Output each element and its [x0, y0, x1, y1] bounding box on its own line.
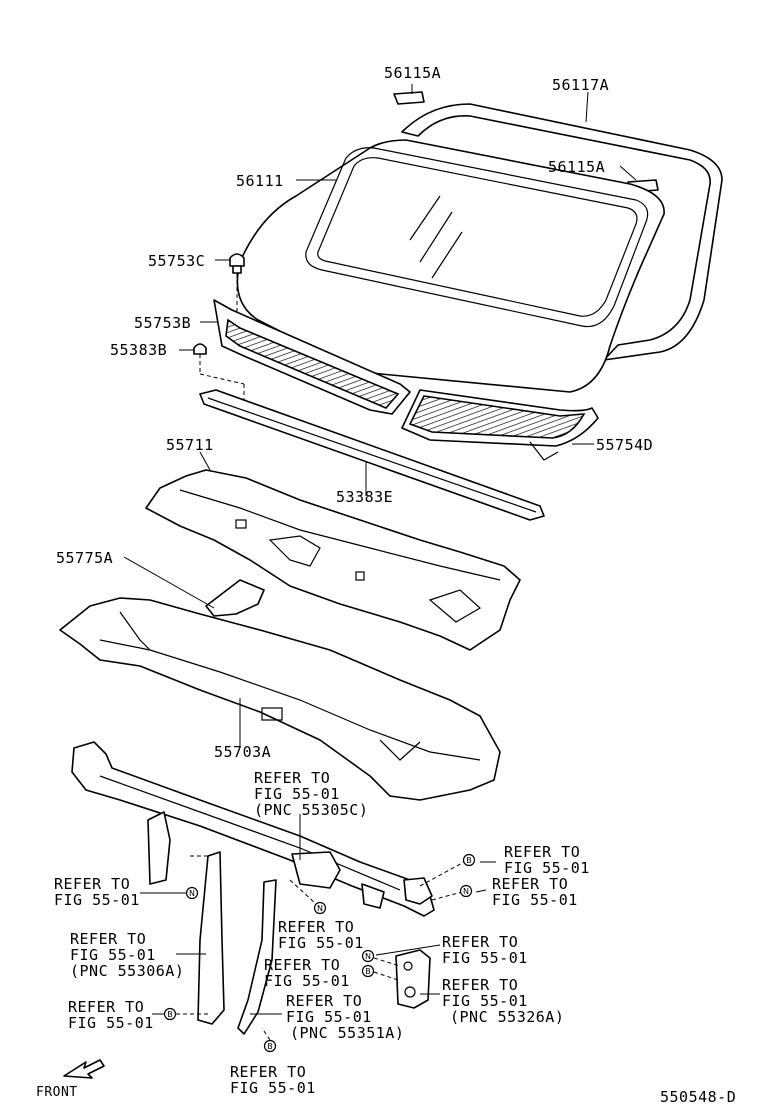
refer-label-center-2: REFER TO FIG 55-01	[264, 956, 350, 990]
label-56117A: 56117A	[552, 76, 609, 94]
ref-symbol-b-top: B	[462, 853, 476, 867]
label-55711: 55711	[166, 436, 214, 454]
svg-text:REFER TO: REFER TO	[54, 875, 130, 893]
clip-55383B	[193, 343, 245, 400]
refer-label-left-2: REFER TO FIG 55-01	[68, 998, 154, 1032]
svg-text:REFER TO: REFER TO	[492, 875, 568, 893]
refer-label-55326A: REFER TO FIG 55-01 (PNC 55326A)	[442, 976, 564, 1026]
dash-panel	[59, 597, 501, 801]
front-arrow-icon	[63, 1059, 105, 1079]
svg-text:N: N	[189, 889, 195, 898]
svg-text:REFER TO: REFER TO	[230, 1063, 306, 1081]
diagram-id: 550548-D	[660, 1088, 736, 1106]
ref-symbol-b-bottom: B	[263, 1039, 277, 1053]
bracket-55326A	[395, 949, 431, 1009]
svg-text:REFER TO: REFER TO	[70, 930, 146, 948]
cowl-louver-right	[401, 389, 599, 461]
svg-text:FIG 55-01: FIG 55-01	[68, 1014, 154, 1032]
refer-label-center-1: REFER TO FIG 55-01	[278, 918, 364, 952]
label-53383E: 53383E	[336, 488, 393, 506]
ref-symbol-n-center: N	[313, 901, 327, 915]
svg-text:(PNC 55305C): (PNC 55305C)	[254, 801, 368, 819]
refer-label-55351A: REFER TO FIG 55-01 (PNC 55351A)	[286, 992, 404, 1042]
refer-label-55305C: REFER TO FIG 55-01 (PNC 55305C)	[254, 769, 368, 819]
front-label: FRONT	[36, 1085, 78, 1100]
clip-56115A-top	[393, 91, 425, 105]
cowl-seal	[199, 389, 545, 521]
svg-text:REFER TO: REFER TO	[264, 956, 340, 974]
svg-text:N: N	[365, 952, 371, 961]
svg-text:REFER TO: REFER TO	[278, 918, 354, 936]
svg-text:FIG 55-01: FIG 55-01	[278, 934, 364, 952]
label-56115A-right: 56115A	[548, 158, 605, 176]
refer-label-right-1: REFER TO FIG 55-01	[504, 843, 590, 877]
clip-55753C	[229, 253, 245, 312]
svg-text:FIG 55-01: FIG 55-01	[442, 949, 528, 967]
svg-text:FIG 55-01: FIG 55-01	[254, 785, 340, 803]
ref-symbol-b-left: B	[163, 1007, 177, 1021]
refer-label-left-1: REFER TO FIG 55-01	[54, 875, 140, 909]
svg-text:B: B	[267, 1042, 273, 1051]
svg-text:N: N	[317, 904, 323, 913]
refer-label-right-2: REFER TO FIG 55-01	[492, 875, 578, 909]
brace-left	[190, 851, 225, 1025]
svg-text:(PNC 55306A): (PNC 55306A)	[70, 962, 184, 980]
svg-text:FIG 55-01: FIG 55-01	[504, 859, 590, 877]
svg-text:REFER TO: REFER TO	[68, 998, 144, 1016]
label-55754D: 55754D	[596, 436, 653, 454]
cowl-top-panel	[145, 469, 521, 651]
svg-text:N: N	[463, 887, 469, 896]
label-55383B: 55383B	[110, 341, 167, 359]
label-56115A-top: 56115A	[384, 64, 441, 82]
label-55703A: 55703A	[214, 743, 271, 761]
svg-text:REFER TO: REFER TO	[442, 976, 518, 994]
svg-text:FIG 55-01: FIG 55-01	[492, 891, 578, 909]
ref-symbol-n-left: N	[185, 886, 199, 900]
svg-text:REFER TO: REFER TO	[286, 992, 362, 1010]
svg-text:FIG 55-01: FIG 55-01	[230, 1079, 316, 1097]
brace-center	[237, 879, 277, 1035]
refer-label-55306A: REFER TO FIG 55-01 (PNC 55306A)	[70, 930, 184, 980]
svg-text:(PNC 55326A): (PNC 55326A)	[450, 1008, 564, 1026]
svg-text:FIG 55-01: FIG 55-01	[286, 1008, 372, 1026]
svg-text:(PNC 55351A): (PNC 55351A)	[290, 1024, 404, 1042]
svg-text:REFER TO: REFER TO	[504, 843, 580, 861]
svg-text:FIG 55-01: FIG 55-01	[264, 972, 350, 990]
svg-text:REFER TO: REFER TO	[442, 933, 518, 951]
svg-text:B: B	[167, 1010, 173, 1019]
refer-label-right-3: REFER TO FIG 55-01	[442, 933, 528, 967]
leader-lines	[123, 84, 637, 1041]
label-55775A: 55775A	[56, 549, 113, 567]
ref-symbol-b-bracket: B	[361, 964, 375, 978]
label-55753B: 55753B	[134, 314, 191, 332]
ref-symbol-n-bracket: N	[361, 949, 375, 963]
svg-text:FIG 55-01: FIG 55-01	[54, 891, 140, 909]
ref-symbol-n-right: N	[459, 884, 473, 898]
svg-text:REFER TO: REFER TO	[254, 769, 330, 787]
bracket-55775A	[205, 579, 265, 617]
cowl-louver-left	[213, 299, 411, 415]
svg-text:B: B	[365, 967, 371, 976]
svg-text:B: B	[466, 856, 472, 865]
label-55753C: 55753C	[148, 252, 205, 270]
svg-text:FIG 55-01: FIG 55-01	[70, 946, 156, 964]
svg-text:FIG 55-01: FIG 55-01	[442, 992, 528, 1010]
cross-member	[71, 741, 435, 917]
label-56111: 56111	[236, 172, 284, 190]
refer-label-bottom: REFER TO FIG 55-01	[230, 1063, 316, 1097]
